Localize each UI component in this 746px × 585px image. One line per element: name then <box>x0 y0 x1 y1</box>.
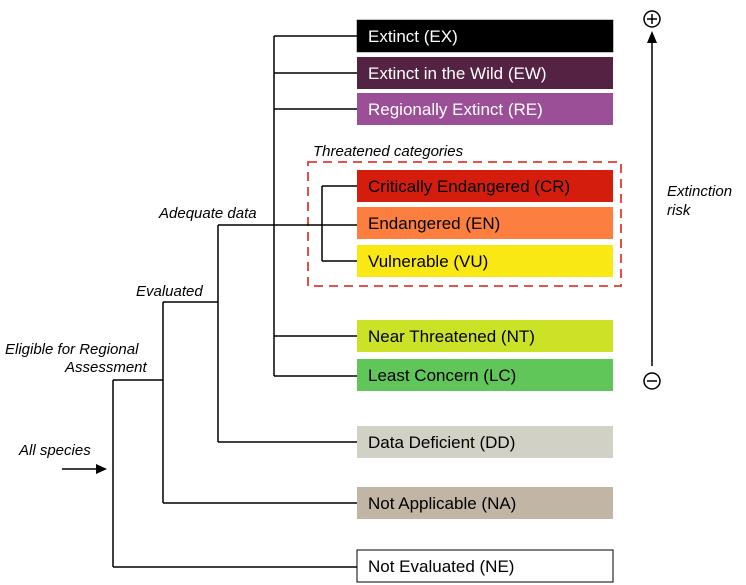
category-label-en: Endangered (EN) <box>368 214 500 233</box>
category-box-lc: Least Concern (LC) <box>357 359 613 391</box>
all-species-label: All species <box>18 442 91 459</box>
plus-circle-icon <box>643 10 661 28</box>
category-box-vu: Vulnerable (VU) <box>357 245 613 277</box>
category-label-ne: Not Evaluated (NE) <box>368 557 514 576</box>
category-rect-lc <box>357 359 613 391</box>
category-rect-ne <box>356 549 614 583</box>
category-label-ex: Extinct (EX) <box>368 27 458 46</box>
category-rect-en <box>357 207 613 239</box>
threatened-label: Threatened categories <box>313 143 464 160</box>
category-box-ne: Not Evaluated (NE) <box>356 549 614 583</box>
category-rect-ew <box>357 57 613 89</box>
category-rect-dd <box>357 426 613 458</box>
category-label-nt: Near Threatened (NT) <box>368 327 535 346</box>
category-box-re: Regionally Extinct (RE) <box>357 93 613 125</box>
category-rect-re <box>357 93 613 125</box>
tree-connectors <box>112 35 357 568</box>
category-label-re: Regionally Extinct (RE) <box>368 100 543 119</box>
minus-circle-icon <box>643 372 661 390</box>
adequate-data-label: Adequate data <box>158 205 257 222</box>
eligible-label-line1: Eligible for Regional <box>5 341 139 358</box>
category-box-dd: Data Deficient (DD) <box>357 426 613 458</box>
threatened-group-border <box>307 161 622 287</box>
risk-axis-arrowhead <box>647 31 657 43</box>
category-rect-nt <box>357 320 613 352</box>
category-label-vu: Vulnerable (VU) <box>368 252 488 271</box>
category-rect-vu <box>357 245 613 277</box>
category-label-ew: Extinct in the Wild (EW) <box>368 64 547 83</box>
extinction-risk-label-line2: risk <box>667 202 692 219</box>
extinction-risk-label-line1: Extinction <box>667 183 732 200</box>
category-rect-na <box>357 487 613 519</box>
category-box-na: Not Applicable (NA) <box>357 487 613 519</box>
category-label-dd: Data Deficient (DD) <box>368 433 515 452</box>
category-rect-ex <box>356 19 614 53</box>
evaluated-label: Evaluated <box>136 283 203 300</box>
category-box-ew: Extinct in the Wild (EW) <box>357 57 613 89</box>
category-box-en: Endangered (EN) <box>357 207 613 239</box>
extinction-risk-axis <box>647 31 657 366</box>
category-rect-cr <box>357 170 613 202</box>
category-label-lc: Least Concern (LC) <box>368 366 516 385</box>
category-box-nt: Near Threatened (NT) <box>357 320 613 352</box>
category-label-cr: Critically Endangered (CR) <box>368 177 570 196</box>
eligible-label-line2: Assessment <box>64 359 148 376</box>
category-box-cr: Critically Endangered (CR) <box>357 170 613 202</box>
category-box-ex: Extinct (EX) <box>356 19 614 53</box>
category-label-na: Not Applicable (NA) <box>368 494 516 513</box>
arrow-right-icon <box>62 464 107 474</box>
